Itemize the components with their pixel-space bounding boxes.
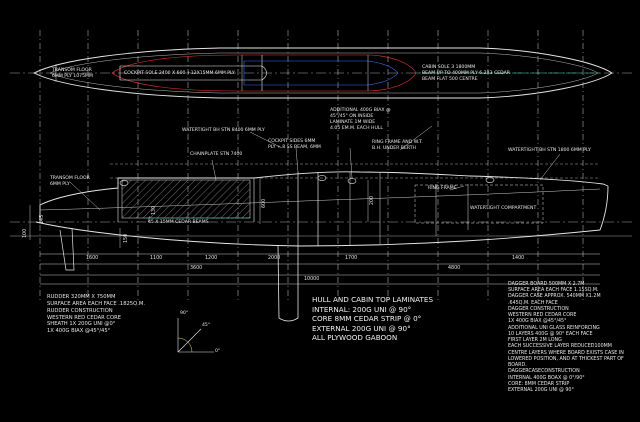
- label-cabin-sole-3: BEAM FLAT 500 CENTRE: [422, 77, 478, 82]
- label-ring-frame-wt-2: B.H. UNDER BERTH: [372, 146, 416, 151]
- label-cabin-sole-2: BEAM UP TO 400MM PLY 6.2X3 CEDAR: [422, 71, 510, 76]
- label-ring-frame-wt-1: RING FRAME AND W.T.: [372, 140, 423, 145]
- dim-1200: 1200: [205, 256, 218, 261]
- label-cabin-sole-1: CABIN SOLE 3 1800MM: [422, 65, 476, 70]
- rudder-note: RUDDER 320MM X 750MM: [47, 294, 116, 300]
- dagger-notes: DAGGER BOARD 500MM X 2.7M SURFACE AREA E…: [508, 282, 624, 394]
- rudder-note: RUDDER CONSTRUCTION: [47, 307, 113, 314]
- dim-4800: 4800: [448, 266, 461, 271]
- angle-90-label: 90°: [180, 311, 189, 316]
- dagger-note: DAGGER CASE APPROX. 540MM X1.2M: [508, 294, 601, 300]
- label-transom-floor-2: 6MM PLY: [50, 182, 70, 187]
- dim-1600: 1600: [86, 256, 99, 261]
- plan-view-hull: [32, 47, 613, 99]
- dim-100: 100: [23, 228, 28, 238]
- label-watertight-compartment: WATERTIGHT COMPARTMENT: [470, 206, 537, 211]
- dim-2000: 2000: [268, 256, 281, 261]
- dagger-note: EACH SUCCESSIVE LAYER REDUCED100MM: [508, 344, 612, 350]
- label-cockpit-sides-1: COCKPIT SIDES 6MM: [268, 139, 316, 144]
- dim-10000: 10000: [304, 277, 320, 282]
- angle-45-label: 45°: [202, 323, 211, 328]
- dagger-note: LOWERED POSITION, AND AT THICKEST PART O…: [508, 356, 624, 362]
- dim-1100: 1100: [150, 256, 163, 261]
- label-additional-biax-1: ADDITIONAL 400G BIAX @: [330, 108, 391, 113]
- label-ring-frame: RING FRAME: [428, 186, 457, 191]
- dagger-note: CORE: 8MM CEDAR STRIP: [508, 381, 570, 387]
- laminate-note: EXTERNAL 200G UNI @ 90°: [312, 323, 411, 333]
- dimension-lines: [29, 178, 600, 285]
- dagger-note: DAGGER CONSTRUCTION: [508, 306, 569, 312]
- dagger-note: EXTERNAL 200G UNI @ 90°: [508, 387, 574, 393]
- laminate-note: CORE 8MM CEDAR STRIP @ 0°: [312, 314, 422, 323]
- label-transom-floor-1: TRANSOM FLOOR: [50, 176, 90, 181]
- dim-1400: 1400: [512, 256, 525, 261]
- label-cedar-beams: 45 X 15MM CEDAR BEAMS: [148, 220, 209, 225]
- dagger-note: CENTRE LAYERS WHERE BOARD EXISTS CASE IN: [508, 350, 624, 356]
- dagger-note: 10 LAYERS 400G @ 90° EACH FACE: [508, 331, 593, 337]
- dim-200: 200: [370, 195, 375, 205]
- dim-130: 130: [152, 205, 157, 215]
- dim-1700: 1700: [345, 256, 358, 261]
- label-additional-biax-2: 45°/45° ON INSIDE: [330, 114, 374, 119]
- dim-150: 150: [124, 233, 129, 243]
- laminate-note: ALL PLYWOOD GABOON: [312, 333, 398, 342]
- label-transom-floor-ply: 6MM PLY 1075MM: [52, 74, 93, 79]
- label-additional-biax-4: 4.05 EM.M. EACH HULL: [330, 126, 383, 131]
- laminate-note: INTERNAL: 200G UNI @ 90°: [312, 304, 412, 314]
- label-watertight-1800: WATERTIGHT BH STN 1800 6MM PLY: [508, 148, 591, 153]
- dagger-note: SURFACE AREA EACH FACE 1.15SQ.M.: [508, 288, 599, 294]
- laminate-note: HULL AND CABIN TOP LAMINATES: [312, 295, 434, 304]
- dagger-note: WESTERN RED CEDAR CORE: [508, 313, 577, 319]
- rudder-notes: RUDDER 320MM X 750MM SURFACE AREA EACH F…: [47, 294, 145, 335]
- angle-symbol: [177, 318, 214, 353]
- dagger-note: 1X 400G BIAX @45°/45°: [508, 319, 567, 325]
- rudder-note: 1X 400G BIAX @45°/45°: [47, 328, 111, 335]
- station-grid: [39, 30, 584, 300]
- dagger-note: ADDITIONAL UNI GLASS REINFORCING: [508, 325, 600, 331]
- rudder-note: WESTERN RED CEDAR CORE: [47, 314, 121, 321]
- dim-3600: 3600: [190, 266, 203, 271]
- label-cockpit-sides-2: PLY + 8 SS BEAM, 6MM: [268, 145, 321, 150]
- label-cockpit-sole: COCKPIT SOLE 2400 X 600 +12X15MM 6MM PLY: [124, 71, 235, 76]
- label-watertight-8400: WATERTIGHT BH STN 8400 6MM PLY: [182, 128, 265, 133]
- dim-145: 145: [40, 214, 45, 224]
- label-chainplate: CHAINPLATE STN 7400: [190, 152, 243, 157]
- leader-lines: [69, 125, 561, 223]
- dagger-note: INTERNAL 400G BOAX @ 0°/90°: [508, 375, 585, 381]
- dagger-note: FIRST LAYER 2M LONG: [508, 338, 562, 344]
- dim-600: 600: [262, 198, 267, 208]
- dagger-note: BOARD.: [508, 363, 527, 369]
- laminate-notes: HULL AND CABIN TOP LAMINATES INTERNAL: 2…: [312, 295, 433, 343]
- rudder-note: SHEATH 1X 200G UNI @0°: [47, 321, 116, 328]
- dagger-note: DAGGERCASECONSTRUCTION: [508, 369, 580, 375]
- label-additional-biax-3: LAMINATE 1M WIDE: [330, 120, 376, 125]
- angle-0-label: 0°: [215, 349, 221, 354]
- label-transom-floor-plan: TRANSOM FLOOR: [52, 68, 92, 73]
- rudder-note: SURFACE AREA EACH FACE .1825Q.M.: [47, 300, 145, 307]
- dagger-note: .645Q.M. EACH FACE: [508, 300, 558, 306]
- dagger-note: DAGGER BOARD 500MM X 2.7M: [508, 282, 585, 287]
